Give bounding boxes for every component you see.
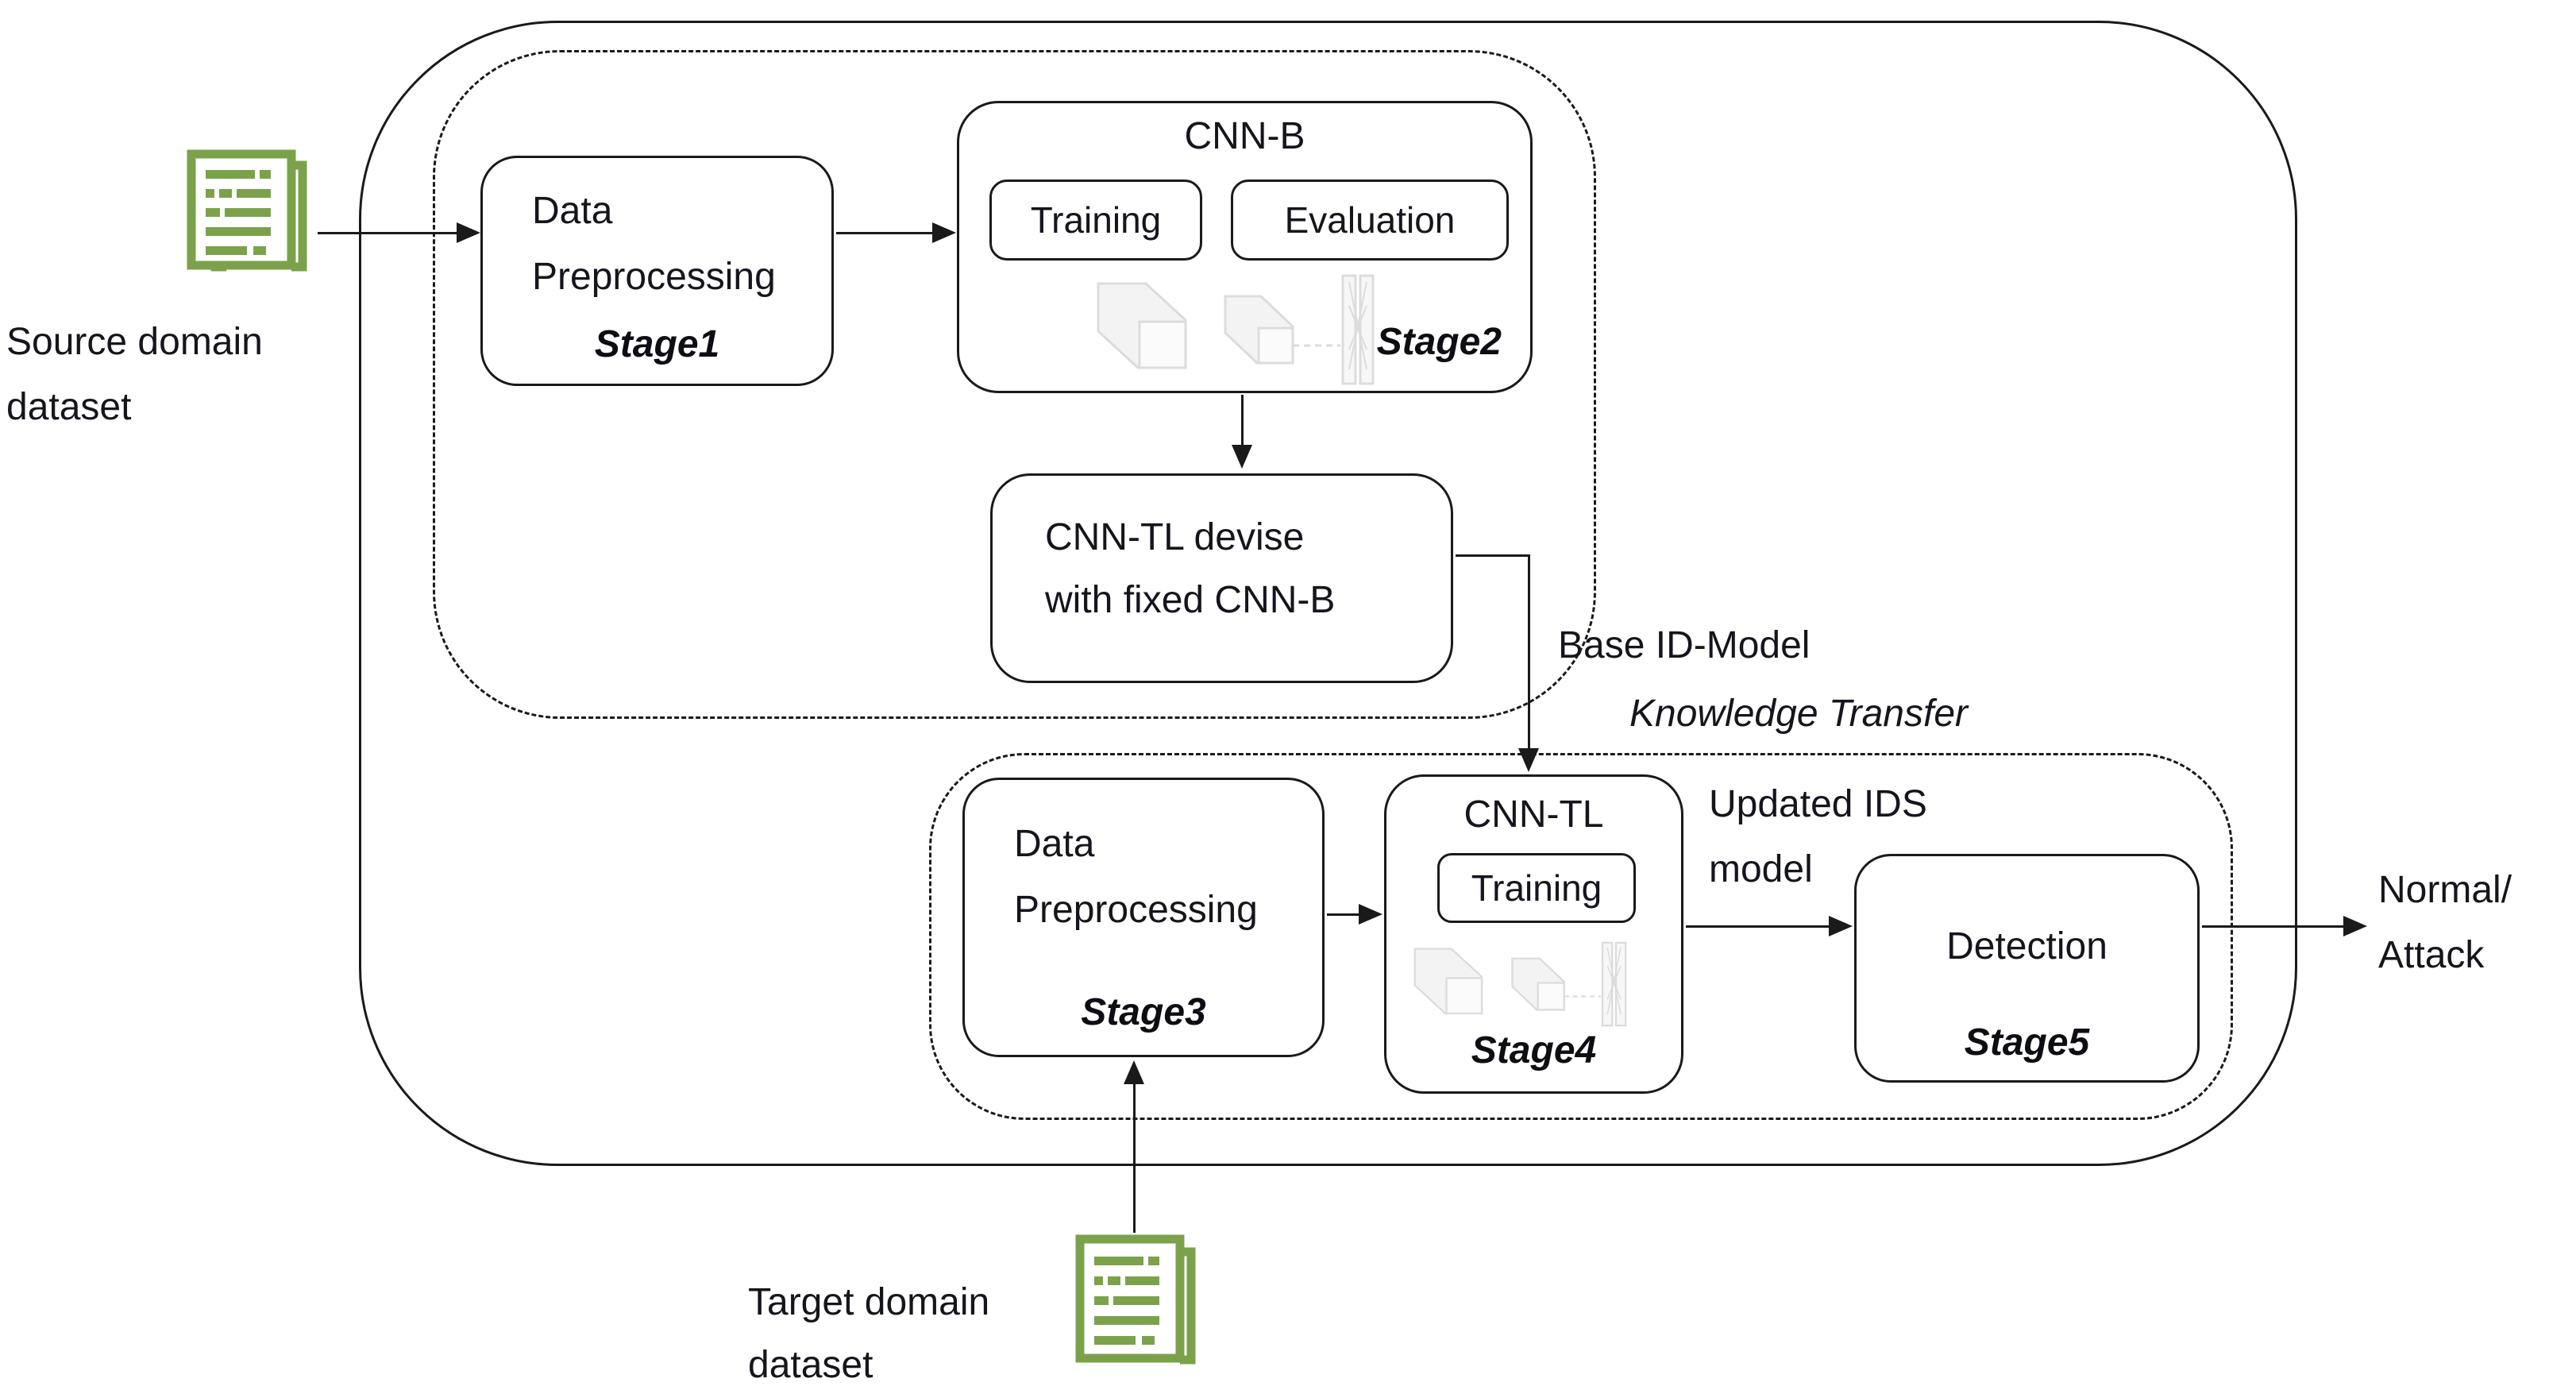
source-dataset-label-line2: dataset <box>6 385 132 428</box>
target-dataset-label-line2: dataset <box>748 1344 873 1387</box>
detection-box: Detection Stage5 <box>1854 854 2200 1083</box>
cnn-b-training-label: Training <box>1030 199 1162 241</box>
arrowhead-stage4-to-detection <box>1829 916 1853 936</box>
knowledge-transfer-label: Knowledge Transfer <box>1629 693 1968 735</box>
document-icon <box>187 149 307 272</box>
system-boundary <box>359 21 2297 1166</box>
base-id-model-label: Base ID-Model <box>1558 624 1811 666</box>
arrowhead-source-to-stage1 <box>457 222 480 243</box>
detection-label: Detection <box>1946 925 2107 967</box>
cnn-b-training-box: Training <box>989 180 1202 261</box>
cnn-tl-training-label: Training <box>1471 867 1602 909</box>
source-dataset-label: Source domain dataset <box>6 310 348 439</box>
output-line2: Attack <box>2378 933 2485 976</box>
stage2-label: Stage2 <box>1376 321 1502 363</box>
stage3-line1: Data <box>1014 823 1095 865</box>
source-dataset-label-line1: Source domain <box>6 321 263 363</box>
cnn-tl-training-box: Training <box>1437 853 1636 923</box>
arrow-detection-to-output <box>2202 925 2347 928</box>
stage3-label: Stage3 <box>1081 991 1206 1033</box>
stage3-box: Data Preprocessing Stage3 <box>962 778 1325 1057</box>
stage1-box: Data Preprocessing Stage1 <box>480 156 834 386</box>
connector-devise-elbow-v <box>1528 554 1530 750</box>
stage3-line2: Preprocessing <box>1014 888 1258 931</box>
output-label: Normal/ Attack <box>2378 858 2576 987</box>
stage4-label: Stage4 <box>1471 1029 1597 1071</box>
cnn-tl-title: CNN-TL <box>1463 793 1604 836</box>
stage1-line2: Preprocessing <box>532 255 776 298</box>
cnn-tl-devise-box: CNN-TL devise with fixed CNN-B <box>990 473 1453 683</box>
cnn-b-box: CNN-B Training Evaluation Stage2 <box>957 101 1533 393</box>
arrow-stage4-to-detection <box>1686 925 1832 928</box>
target-dataset-label: Target domain dataset <box>748 1271 1066 1390</box>
arrowhead-cnnb-to-devise <box>1232 445 1252 469</box>
cnn-tl-devise-line2: with fixed CNN-B <box>1045 579 1336 622</box>
arrowhead-stage3-to-stage4 <box>1359 904 1382 925</box>
output-line1: Normal/ <box>2378 869 2512 911</box>
stage1-label: Stage1 <box>594 323 720 365</box>
cnn-layers-art-icon <box>1413 941 1627 1027</box>
updated-ids-model-line2: model <box>1709 848 1813 890</box>
arrow-source-to-stage1 <box>318 232 459 234</box>
source-domain-group-boundary <box>433 50 1596 719</box>
arrowhead-target-to-stage3 <box>1124 1060 1144 1084</box>
target-dataset-label-line1: Target domain <box>748 1281 990 1323</box>
arrowhead-devise-to-stage4 <box>1518 748 1539 772</box>
updated-ids-model-label: Updated IDS model <box>1709 772 2050 902</box>
arrow-stage3-to-stage4 <box>1327 913 1362 916</box>
cnn-tl-devise-line1: CNN-TL devise <box>1045 516 1305 558</box>
arrow-cnnb-to-devise <box>1241 395 1244 446</box>
cnn-layers-art-icon <box>1097 274 1375 385</box>
stage5-label: Stage5 <box>1964 1021 2090 1064</box>
connector-devise-elbow-h <box>1456 554 1530 557</box>
arrow-target-to-stage3 <box>1133 1082 1136 1233</box>
cnn-b-evaluation-label: Evaluation <box>1284 199 1456 241</box>
target-domain-group-boundary <box>929 753 2233 1120</box>
cnn-b-title: CNN-B <box>1184 115 1305 157</box>
updated-ids-model-line1: Updated IDS <box>1709 783 1927 825</box>
arrowhead-stage1-to-cnnb <box>932 222 956 243</box>
arrow-stage1-to-cnnb <box>836 232 935 234</box>
cnn-b-evaluation-box: Evaluation <box>1231 180 1509 261</box>
arrowhead-detection-to-output <box>2343 916 2367 936</box>
document-icon <box>1075 1234 1196 1365</box>
stage1-line1: Data <box>532 190 613 232</box>
cnn-tl-box: CNN-TL Training Stage4 <box>1384 774 1683 1094</box>
